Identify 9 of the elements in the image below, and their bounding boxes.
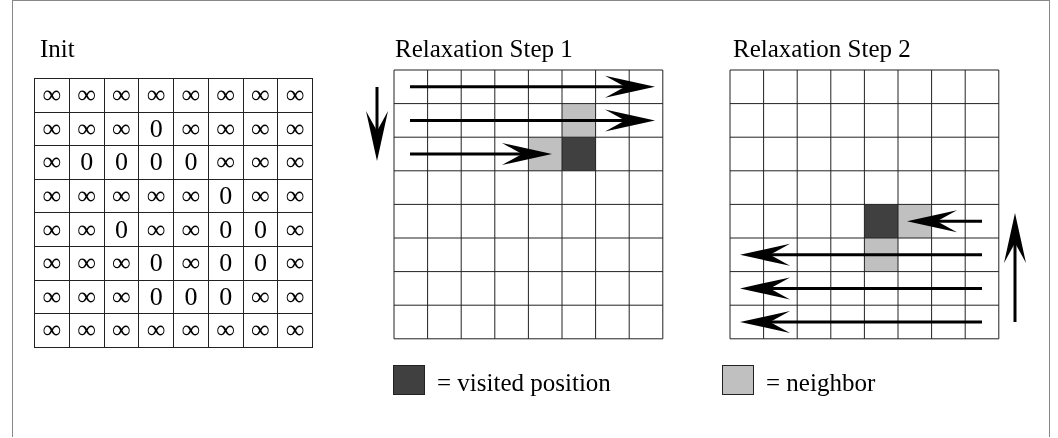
panel-title: Relaxation Step 1: [395, 36, 573, 61]
table-cell: ∞: [277, 313, 313, 348]
legend-label: = visited position: [437, 370, 611, 395]
panel-title: Relaxation Step 2: [733, 36, 911, 61]
table-cell: ∞: [34, 78, 70, 113]
panel-title: Init: [40, 36, 75, 61]
table-cell: ∞: [277, 78, 313, 113]
legend-label: = neighbor: [766, 370, 876, 395]
table-cell: ∞: [34, 313, 70, 348]
